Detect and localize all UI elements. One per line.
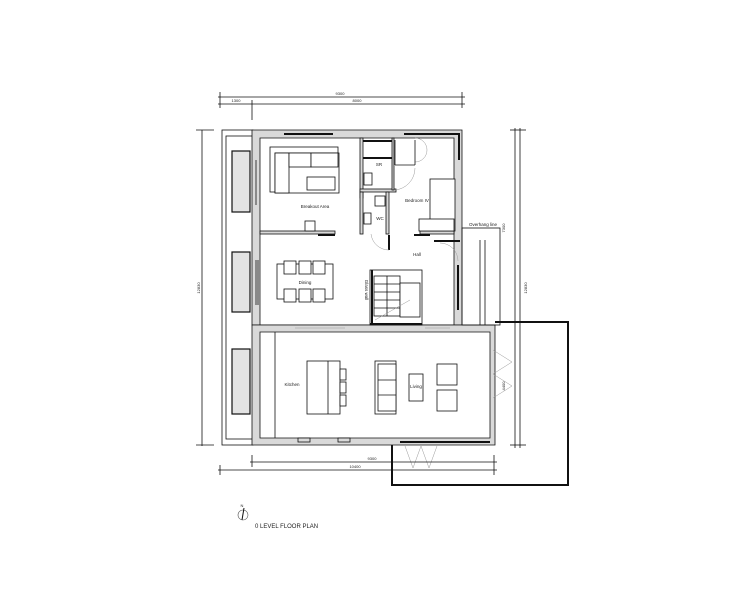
planter xyxy=(231,150,251,213)
label-living: Living xyxy=(410,384,422,389)
north-arrow-icon: N xyxy=(237,503,249,521)
planter xyxy=(231,348,251,415)
top-dimensions: 9300 1300 8000 xyxy=(218,91,465,120)
dim-right-total: 12830 xyxy=(523,282,528,294)
living-furniture xyxy=(274,332,458,438)
left-dimension: 12830 xyxy=(196,129,214,446)
terrace-east: 7300 12830 4400 xyxy=(391,128,569,486)
dim-top-left: 1300 xyxy=(232,98,242,103)
dim-bottom-total: 10400 xyxy=(349,464,361,469)
label-glass-wall: Glass wall xyxy=(364,280,369,301)
label-wc: WC xyxy=(376,216,384,221)
breakout-furniture xyxy=(269,146,456,232)
label-sr: SR xyxy=(376,162,383,167)
dining-table xyxy=(276,260,334,303)
label-bedroom-iv: Bedroom IV xyxy=(405,198,429,203)
north-label: N xyxy=(241,503,244,508)
dim-top-right: 8000 xyxy=(353,98,363,103)
dim-right-lower: 4400 xyxy=(501,381,506,391)
bottom-dimensions: 9300 10400 xyxy=(218,455,497,475)
label-kitchen: Kitchen xyxy=(284,382,300,387)
label-breakout-area: Breakout Area xyxy=(301,204,330,209)
plan-title: 0 LEVEL FLOOR PLAN xyxy=(255,524,318,530)
label-overhang-line: Overhang line xyxy=(469,222,498,227)
label-dining: Dining xyxy=(299,280,312,285)
label-hall: Hall xyxy=(413,252,421,257)
dim-top-total: 9300 xyxy=(336,91,346,96)
staircase xyxy=(369,269,423,326)
doors xyxy=(370,137,459,262)
planter xyxy=(231,251,251,313)
room-labels: Breakout Area SR WC Bedroom IV Hall Dini… xyxy=(284,162,497,389)
dim-left-height: 12830 xyxy=(196,282,201,294)
dim-bottom-inner: 9300 xyxy=(368,456,378,461)
dim-right-upper: 7300 xyxy=(501,223,506,233)
